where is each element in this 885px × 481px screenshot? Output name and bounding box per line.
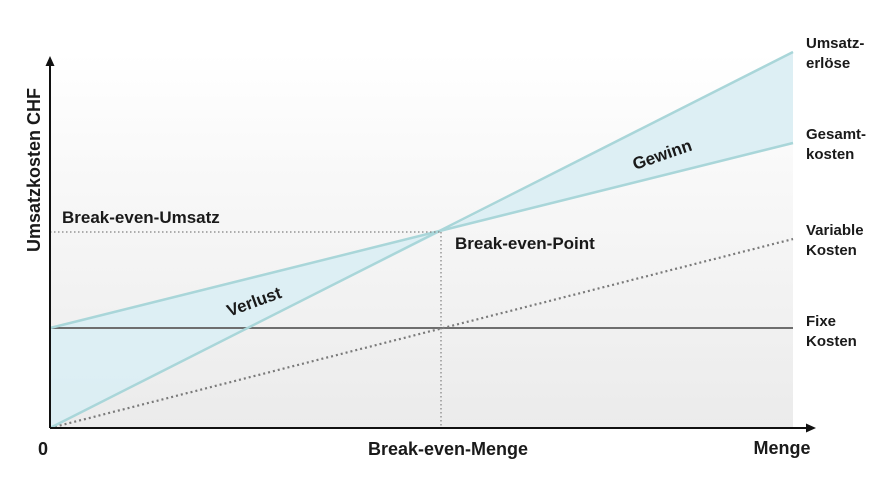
revenue-line [49, 50, 794, 430]
fixed-costs-line-label: Fixe Kosten [806, 313, 857, 350]
y-axis-label: Umsatzkosten CHF [24, 88, 44, 252]
revenue-line-label: Umsatz- erlöse [806, 35, 869, 72]
x-axis-arrow-icon [806, 423, 816, 433]
origin-label: 0 [38, 439, 48, 459]
break-even-point-label: Break-even-Point [455, 234, 595, 253]
variable-costs-line-label: Variable Kosten [806, 222, 868, 259]
y-axis-arrow-icon [45, 56, 55, 66]
total-costs-line-label: Gesamt- kosten [806, 126, 870, 163]
break-even-revenue-label: Break-even-Umsatz [62, 208, 220, 227]
x-axis-label: Menge [753, 438, 810, 458]
break-even-quantity-label: Break-even-Menge [368, 439, 528, 459]
total-costs-line [49, 141, 794, 330]
